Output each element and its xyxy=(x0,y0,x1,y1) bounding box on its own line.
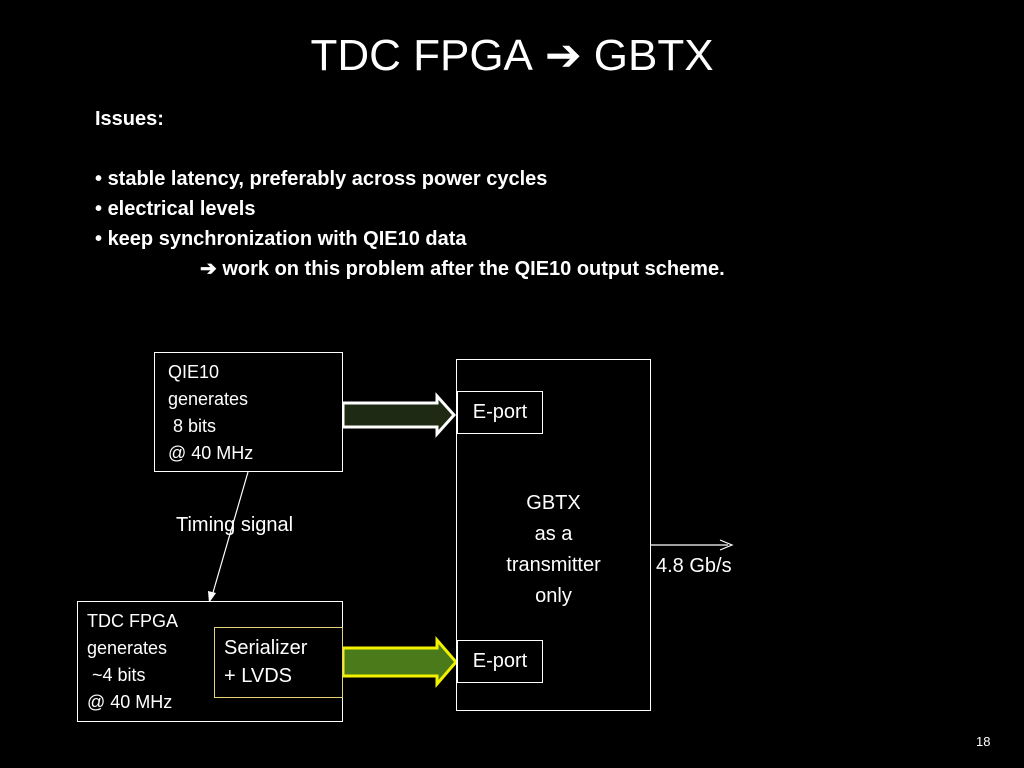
qie10-line: generates xyxy=(168,389,249,409)
serializer-box-text: Serializer + LVDS xyxy=(224,634,307,690)
page-number: 18 xyxy=(976,734,991,749)
issues-list: Issues: stable latency, preferably acros… xyxy=(95,104,725,284)
eport-top-label: E-port xyxy=(472,401,528,423)
serializer-line: + LVDS xyxy=(224,665,292,687)
tdc-line: TDC FPGA xyxy=(87,611,179,631)
qie10-box-text: QIE10 generates 8 bits @ 40 MHz xyxy=(168,359,253,467)
timing-signal-label: Timing signal xyxy=(176,514,294,536)
gbtx-line: only xyxy=(535,585,572,607)
timing-signal-line xyxy=(211,471,249,597)
qie10-line: QIE10 xyxy=(168,362,220,382)
subnote-arrow-icon: ➔ xyxy=(200,258,217,280)
serializer-box xyxy=(214,627,343,698)
serializer-to-eport-arrow xyxy=(341,635,458,689)
title-right: GBTX xyxy=(593,31,714,80)
output-rate-label: 4.8 Gb/s xyxy=(656,555,732,577)
gbtx-line: GBTX xyxy=(526,492,581,514)
slide-title: TDC FPGA➔GBTX xyxy=(0,28,1024,84)
eport-top xyxy=(457,391,543,434)
issue-bullet: electrical levels xyxy=(95,194,725,224)
issues-heading: Issues: xyxy=(95,108,164,130)
issue-bullet: stable latency, preferably across power … xyxy=(95,164,725,194)
title-arrow-icon: ➔ xyxy=(544,31,582,80)
qie10-line: @ 40 MHz xyxy=(168,443,254,463)
gbtx-label: GBTX as a transmitter only xyxy=(456,488,651,612)
qie10-box xyxy=(154,352,343,472)
tdc-line: generates xyxy=(87,638,168,658)
issue-subnote: ➔ work on this problem after the QIE10 o… xyxy=(95,254,725,284)
title-left: TDC FPGA xyxy=(310,31,533,80)
tdc-line: @ 40 MHz xyxy=(87,692,173,712)
issue-bullet: keep synchronization with QIE10 data xyxy=(95,224,725,254)
qie10-line: 8 bits xyxy=(168,416,217,436)
subnote-text: work on this problem after the QIE10 out… xyxy=(222,258,725,280)
qie10-to-eport-arrow xyxy=(341,392,457,438)
gbtx-line: transmitter xyxy=(506,554,601,576)
gbtx-line: as a xyxy=(534,523,573,545)
tdc-line: ~4 bits xyxy=(87,665,146,685)
eport-bottom-label: E-port xyxy=(472,650,528,672)
tdc-fpga-box-text: TDC FPGA generates ~4 bits @ 40 MHz xyxy=(87,608,178,716)
serializer-line: Serializer xyxy=(224,637,308,659)
output-arrowhead xyxy=(719,539,734,551)
eport-bottom xyxy=(457,640,543,683)
timing-signal-arrowhead xyxy=(208,591,216,603)
